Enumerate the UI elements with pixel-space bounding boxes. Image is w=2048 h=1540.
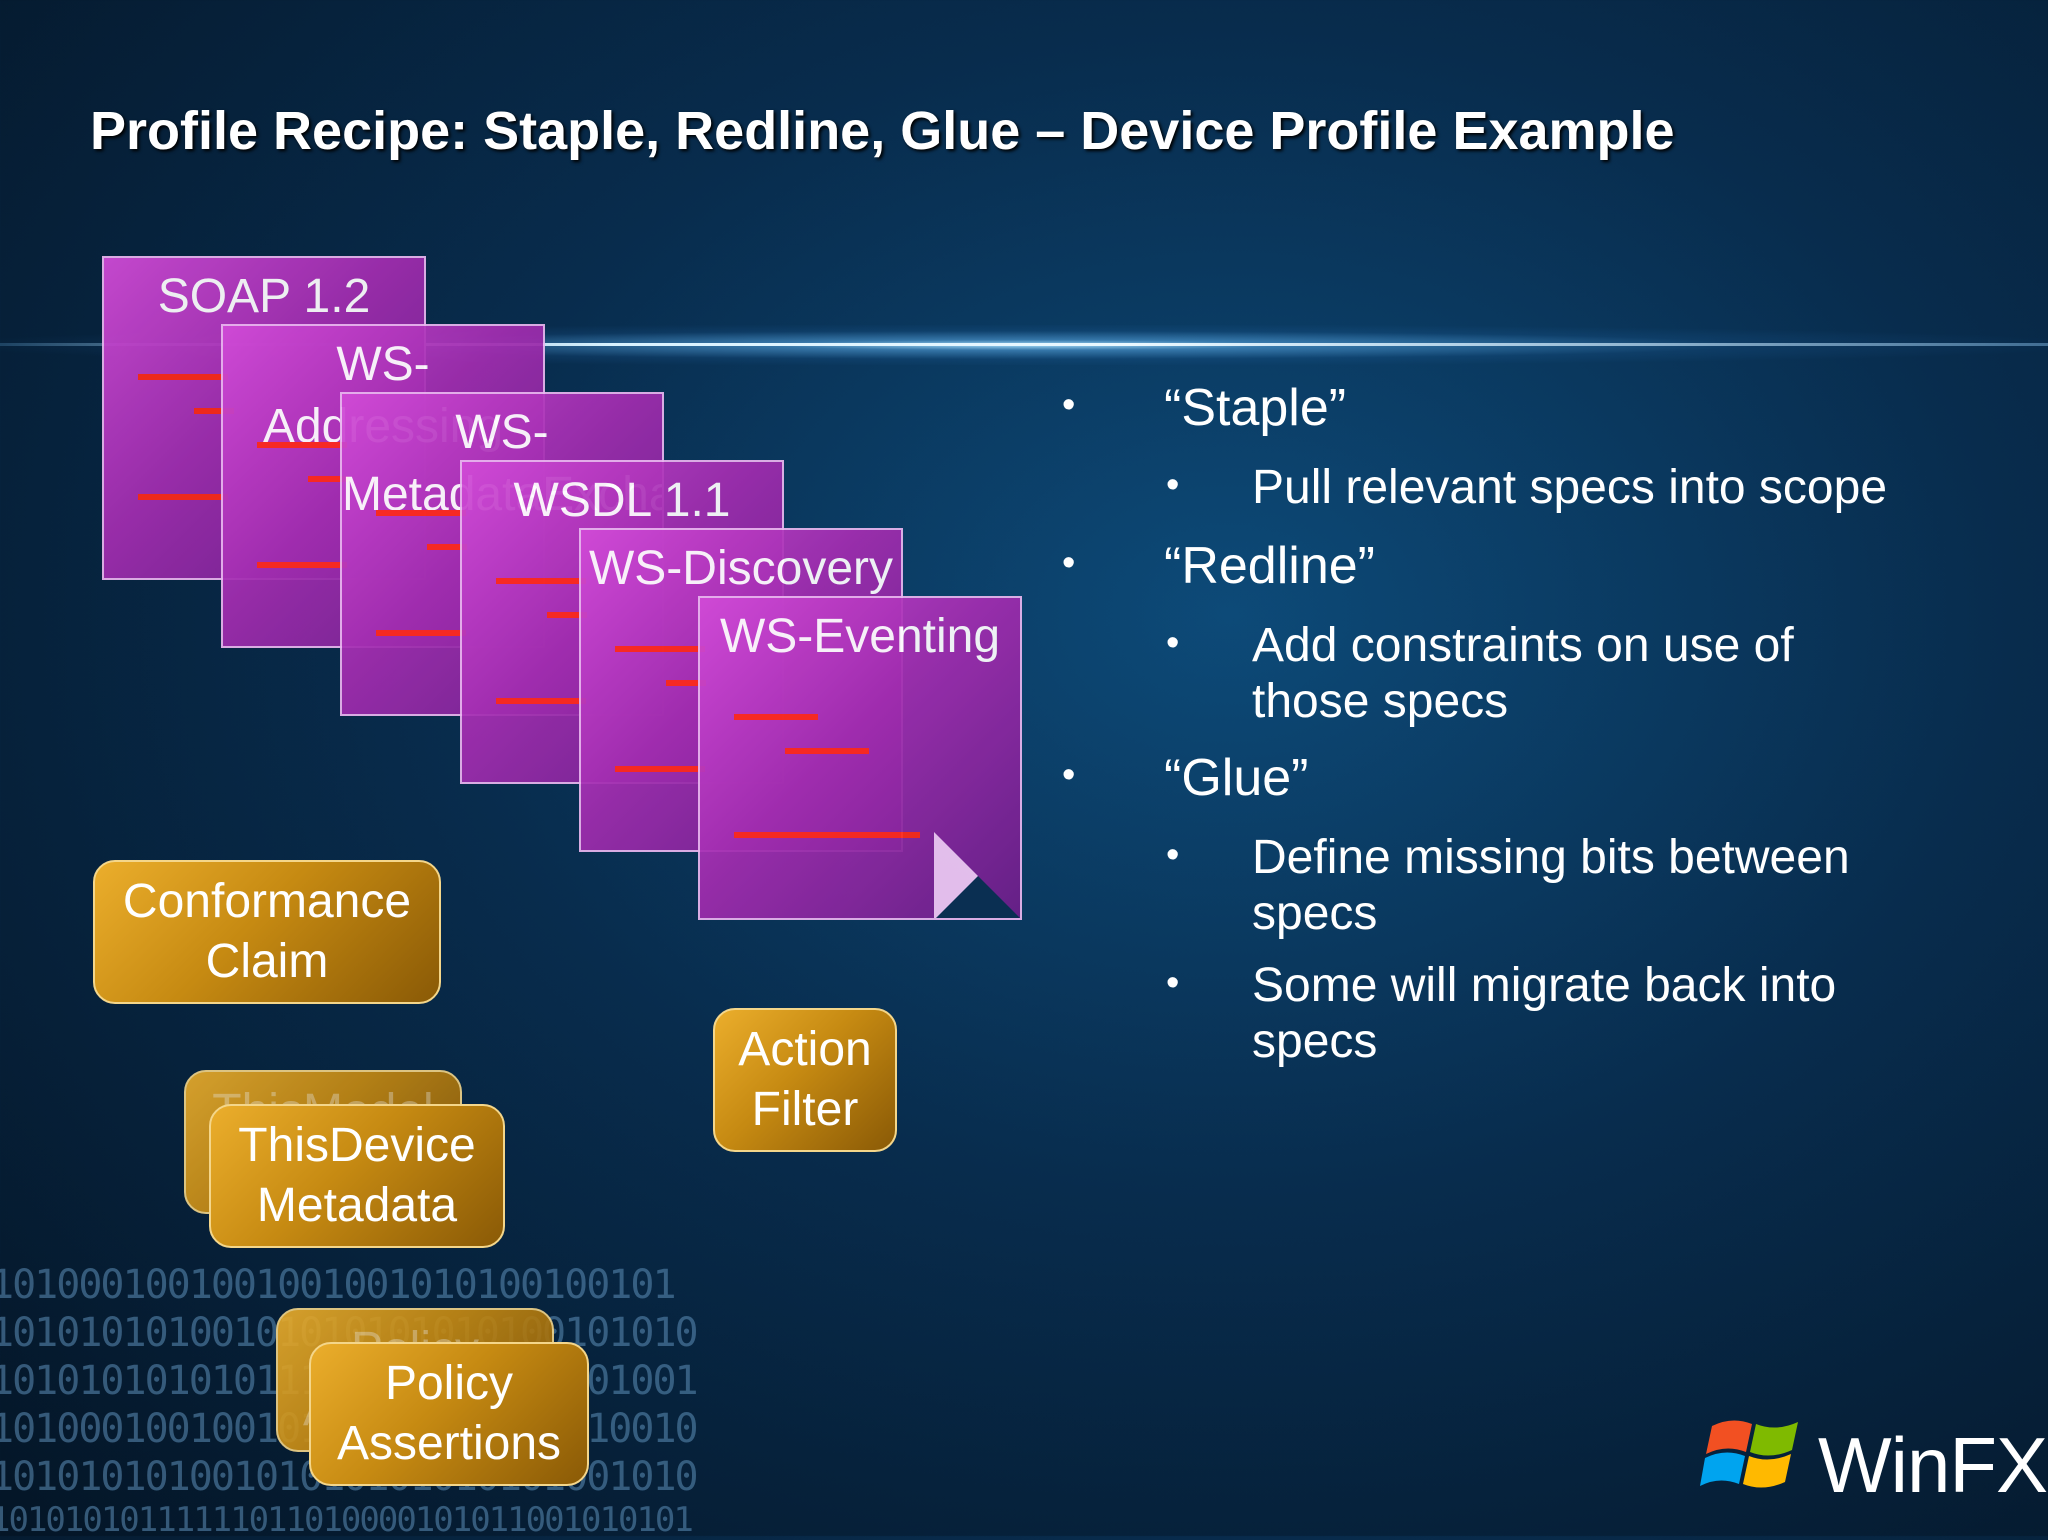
redline-mark — [615, 766, 705, 772]
spec-card-label: SOAP 1.2 — [157, 270, 371, 323]
bullet-redline-detail: Add constraints on use of those specs — [1252, 619, 1794, 728]
glue-label: ThisDevice Metadata — [238, 1119, 476, 1232]
glue-label: Conformance Claim — [122, 875, 412, 988]
spec-card-label: WS-Eventing — [719, 610, 1001, 663]
bullet-dot: • — [1166, 464, 1180, 506]
redline-mark — [547, 612, 587, 618]
bullet-staple: “Staple” — [1164, 379, 1347, 437]
redline-mark — [615, 646, 705, 652]
redline-mark — [666, 680, 706, 686]
redline-mark — [496, 578, 586, 584]
redline-mark — [496, 698, 586, 704]
binary-text-line: 10101010111111011010000101011001010101 — [0, 1500, 694, 1540]
bullet-staple-detail: Pull relevant specs into scope — [1252, 461, 1888, 514]
redline-mark — [308, 476, 348, 482]
redline-mark — [734, 832, 920, 838]
bullet-redline: “Redline” — [1164, 537, 1375, 595]
bullet-glue-detail-1: Define missing bits between specs — [1252, 831, 1850, 940]
windows-flag-icon — [1700, 1420, 1798, 1488]
redline-mark — [785, 748, 869, 754]
glue-policy-assertions: Policy Assertions — [309, 1342, 589, 1486]
brand-wordmark: WinFX — [1818, 1421, 2048, 1509]
glue-action-filter: Action Filter — [713, 1008, 897, 1152]
glue-label: Policy Assertions — [336, 1357, 562, 1470]
page-curl — [934, 832, 1020, 918]
redline-mark — [138, 494, 228, 500]
bullet-dot: • — [1166, 962, 1180, 1004]
binary-text-line: 1010001001001001001010100100101 — [0, 1262, 677, 1308]
redline-mark — [376, 510, 466, 516]
bullet-dot: • — [1166, 622, 1180, 664]
bullet-dot: • — [1166, 834, 1180, 876]
glue-conformance-claim: Conformance Claim — [93, 860, 441, 1004]
bullet-dot: • — [1062, 542, 1076, 584]
redline-mark — [734, 714, 818, 720]
spec-card-label: WSDL 1.1 — [513, 474, 731, 527]
redline-mark — [194, 408, 234, 414]
bullet-dot: • — [1062, 384, 1076, 426]
spec-card-ws-eventing: WS-Eventing — [698, 596, 1022, 920]
redline-mark — [138, 374, 228, 380]
redline-mark — [376, 630, 466, 636]
glue-this-device-metadata: ThisDevice Metadata — [209, 1104, 505, 1248]
bullet-glue-detail-2: Some will migrate back into specs — [1252, 959, 1837, 1068]
bullet-glue: “Glue” — [1164, 749, 1309, 807]
light-beam-core — [0, 343, 2048, 346]
slide-title: Profile Recipe: Staple, Redline, Glue – … — [90, 101, 1675, 161]
redline-mark — [257, 562, 347, 568]
bullet-dot: • — [1062, 754, 1076, 796]
redline-mark — [427, 544, 467, 550]
redline-mark — [257, 442, 347, 448]
glue-label: Action Filter — [738, 1023, 872, 1136]
spec-card-label: WS-Discovery — [588, 542, 893, 595]
